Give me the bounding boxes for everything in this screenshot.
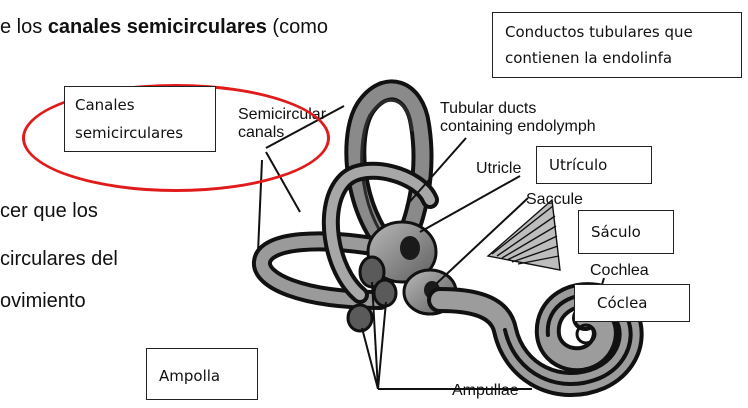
box-canales-line-1: Canales [75, 91, 205, 119]
box-canales-line-2: semicirculares [75, 119, 205, 147]
label-tubular-line-2: containing endolymph [440, 118, 596, 136]
label-cochlea: Cochlea [590, 262, 649, 280]
box-conductos: Conductos tubulares que contienen la end… [492, 12, 742, 78]
box-conductos-line-1: Conductos tubulares que [505, 19, 729, 45]
box-coclea: Cóclea [574, 284, 690, 322]
box-saculo: Sáculo [578, 210, 674, 254]
cochlear-nerve-shape [488, 200, 560, 270]
box-conductos-line-2: contienen la endolinfa [505, 45, 729, 71]
box-ampolla: Ampolla [146, 348, 258, 400]
label-saccule: Saccule [526, 191, 583, 209]
label-tubular-ducts: Tubular ducts containing endolymph [440, 100, 596, 136]
box-canales: Canales semicirculares [64, 86, 216, 152]
label-ampullae: Ampullae [452, 382, 519, 400]
label-utricle: Utricle [476, 160, 521, 178]
box-utriculo: Utrículo [536, 146, 652, 184]
label-tubular-line-1: Tubular ducts [440, 100, 596, 118]
